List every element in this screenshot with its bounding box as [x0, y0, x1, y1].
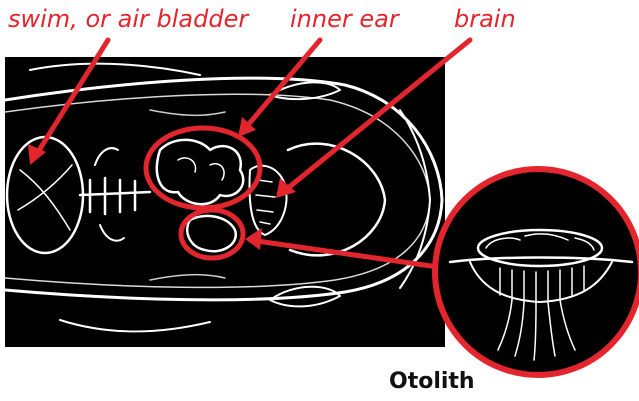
otolith-inset — [435, 169, 639, 375]
otolith-caption: Otolith — [389, 369, 475, 395]
